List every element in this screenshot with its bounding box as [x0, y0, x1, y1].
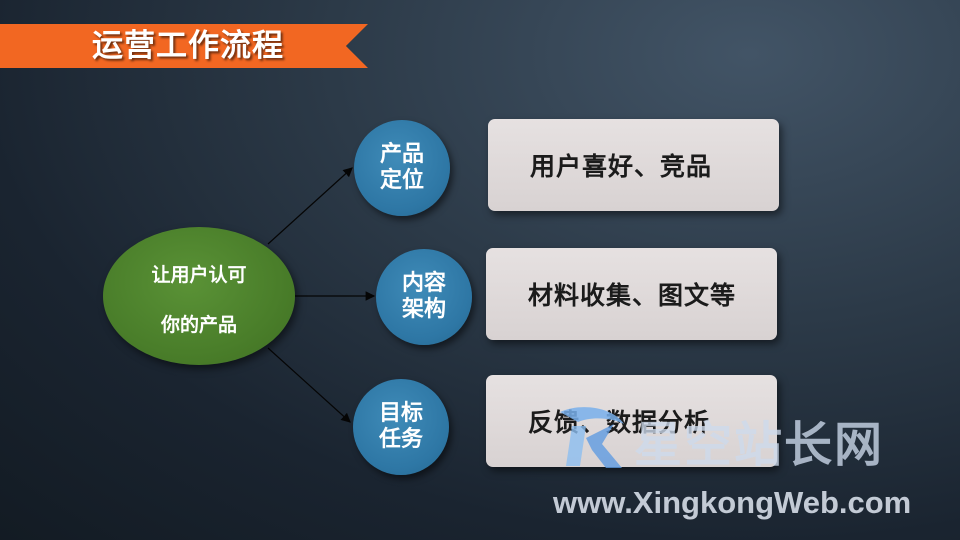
step-node-3-line-1: 目标 — [378, 401, 423, 426]
step-description-3: 反馈、数据分析 — [528, 408, 711, 437]
watermark-site-name: 星空站长网 — [634, 417, 885, 473]
step-node-1: 产品 定位 — [354, 120, 450, 216]
step-node-3-line-2: 任务 — [378, 427, 423, 452]
center-text-line-1: 让用户认可 — [151, 264, 247, 286]
step-description-2: 材料收集、图文等 — [528, 281, 737, 310]
step-description-1: 用户喜好、竞品 — [530, 152, 713, 181]
step-description-box-2: 材料收集、图文等 — [486, 248, 777, 340]
watermark-logo-icon — [560, 407, 624, 468]
step-node-1-line-1: 产品 — [379, 142, 424, 167]
arrow-to-step-3 — [267, 347, 351, 423]
center-goal-ellipse: 让用户认可 你的产品 — [103, 227, 295, 365]
step-node-2-line-2: 架构 — [401, 297, 446, 322]
step-node-1-line-2: 定位 — [379, 168, 424, 193]
step-node-2: 内容 架构 — [376, 249, 472, 345]
watermark-url: www.XingkongWeb.com — [553, 485, 912, 520]
step-node-2-line-1: 内容 — [401, 271, 446, 296]
step-description-box-3: 反馈、数据分析 — [486, 375, 777, 467]
arrow-to-step-1 — [267, 167, 353, 245]
step-node-3: 目标 任务 — [353, 379, 449, 475]
page-title: 运营工作流程 — [92, 28, 284, 64]
center-text-line-2: 你的产品 — [160, 314, 237, 336]
step-description-box-1: 用户喜好、竞品 — [488, 119, 779, 211]
title-banner — [0, 24, 368, 68]
